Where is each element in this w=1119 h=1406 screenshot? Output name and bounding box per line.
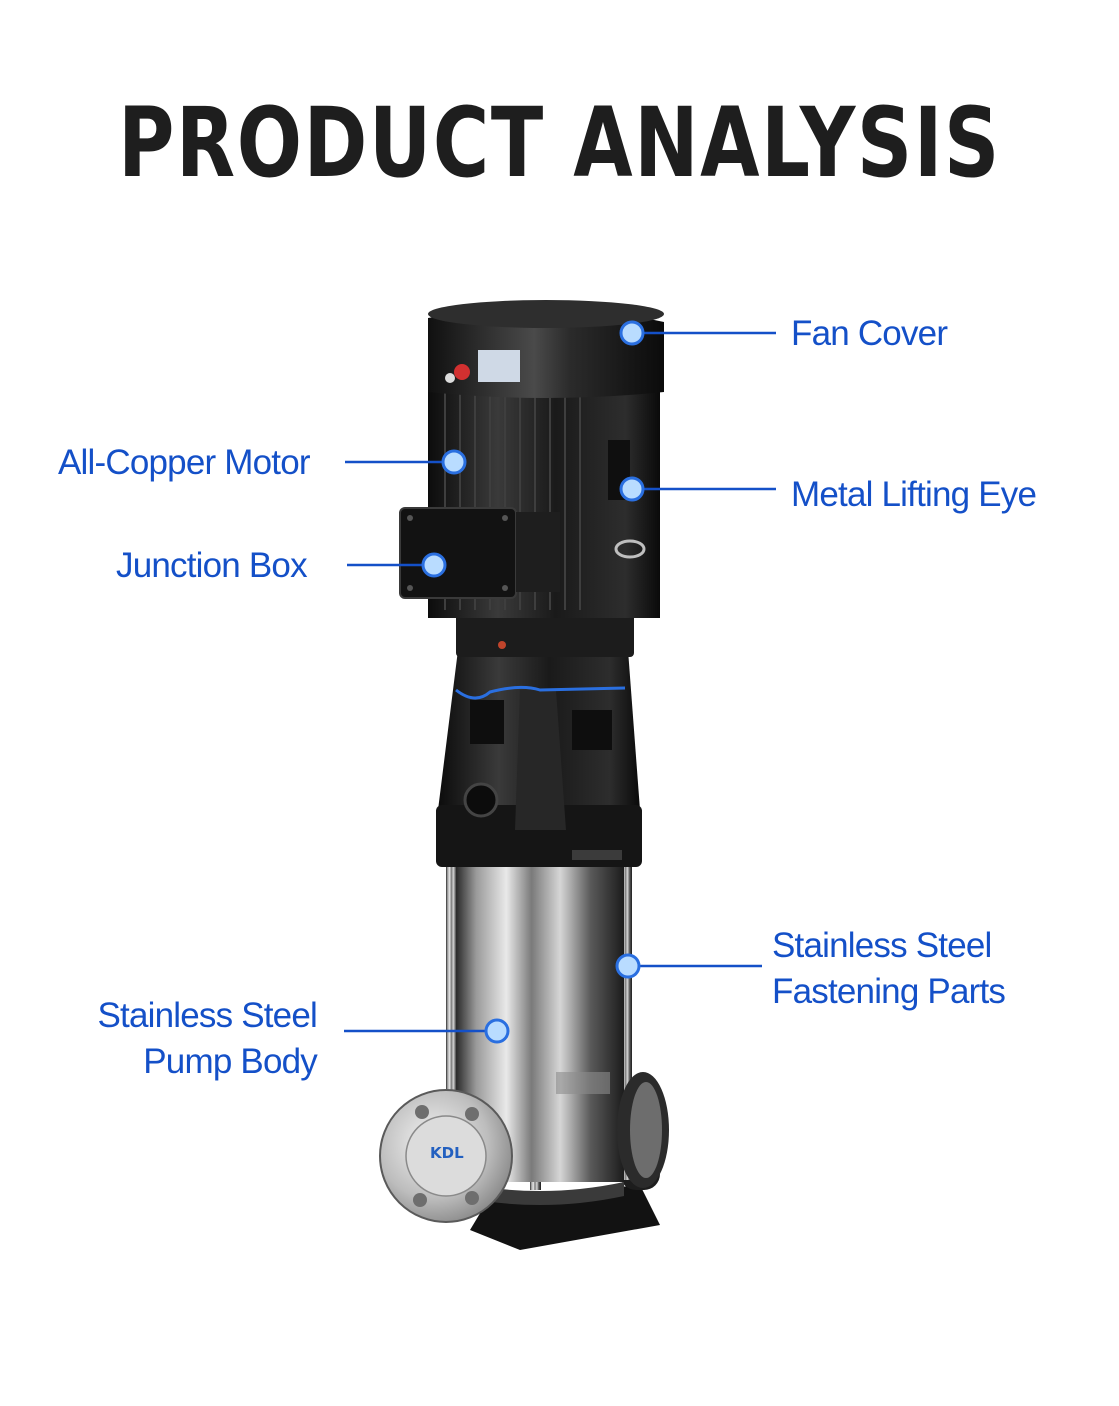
label-metal-lifting-eye: Metal Lifting Eye [791,475,1037,514]
rear-flange [617,1072,669,1188]
marker-motor [441,449,467,475]
label-pump-body: Stainless Steel Pump Body [97,993,317,1085]
pump-body [456,862,624,1205]
page-title: PRODUCT ANALYSIS [118,87,1001,199]
motor-adapter [456,612,634,657]
flange-logo: KDL [430,1144,464,1162]
leader-lines [344,331,776,1033]
label-fastening-parts-line2: Fastening Parts [772,972,1006,1011]
marker-junction-box [421,552,447,578]
marker-fan-cover [619,320,645,346]
label-pump-body-line2: Pump Body [143,1042,318,1081]
label-all-copper-motor: All-Copper Motor [58,443,311,482]
marker-fastening-parts [615,953,641,979]
label-fastening-parts: Stainless Steel Fastening Parts [772,923,1006,1015]
marker-lifting-eye [619,476,645,502]
label-pump-body-line1: Stainless Steel [97,996,317,1035]
marker-pump-body [484,1018,510,1044]
junction-box [399,507,560,599]
pump-head [436,650,642,867]
label-junction-box: Junction Box [116,546,308,585]
label-fastening-parts-line1: Stainless Steel [772,926,992,965]
fan-cover [428,300,664,398]
label-fan-cover: Fan Cover [791,314,948,353]
front-flange [379,1089,513,1223]
